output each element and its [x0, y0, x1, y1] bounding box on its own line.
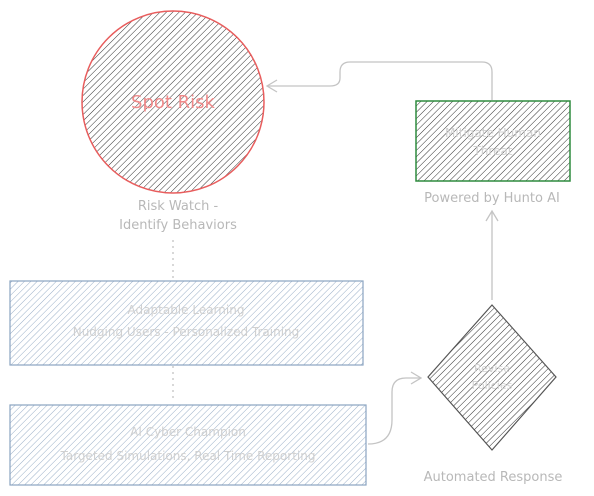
- revise-policies-line2: Policies: [472, 379, 513, 392]
- mitigate-threat-caption: Powered by Hunto AI: [424, 191, 560, 206]
- adaptable-learning-line2: Nudging Users - Personalized Training: [73, 325, 300, 339]
- revise-policies-line1: Revise: [474, 362, 510, 375]
- revise-policies-caption: Automated Response: [424, 470, 563, 485]
- adaptable-learning-line1: Adaptable Learning: [128, 303, 245, 317]
- mitigate-threat-line1: Mitigate Human: [445, 126, 541, 140]
- revise-policies-node: Revise Policies: [427, 304, 557, 451]
- spot-risk-caption-line1: Risk Watch -: [138, 199, 219, 214]
- adaptable-learning-node: Adaptable Learning Nudging Users - Perso…: [9, 280, 364, 366]
- ai-cyber-champion-line2: Targeted Simulations, Real Time Reportin…: [60, 449, 316, 463]
- ai-cyber-champion-node: AI Cyber Champion Targeted Simulations, …: [9, 404, 367, 486]
- mitigate-threat-node: Mitigate Human Threat: [415, 100, 571, 182]
- ai-cyber-champion-line1: AI Cyber Champion: [130, 425, 246, 439]
- spot-risk-node: Spot Risk: [81, 10, 265, 194]
- mitigate-threat-line2: Threat: [472, 144, 512, 158]
- spot-risk-label: Spot Risk: [131, 92, 216, 113]
- edge-threat-to-spotrisk: [265, 61, 493, 100]
- spot-risk-caption-line2: Identify Behaviors: [119, 218, 237, 233]
- edge-champion-to-diamond: [367, 371, 423, 445]
